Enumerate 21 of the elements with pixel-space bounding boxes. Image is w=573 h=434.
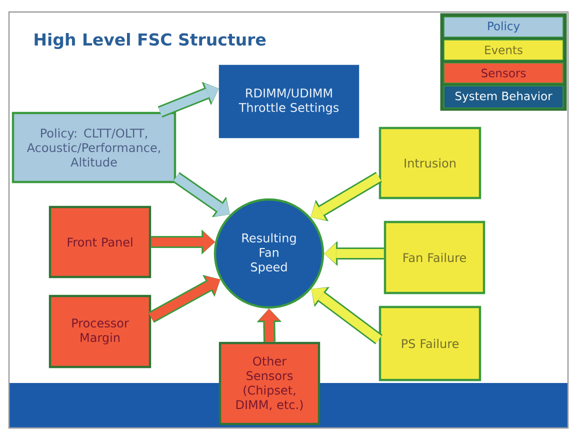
block-arrow — [256, 308, 282, 342]
sensor-box: Other Sensors (Chipset, DIMM, etc.) — [218, 342, 320, 426]
event-box: Intrusion — [378, 126, 482, 200]
sensor-box: Front Panel — [48, 206, 152, 278]
block-arrow — [311, 286, 382, 344]
block-arrow — [310, 172, 382, 222]
block-arrow — [172, 172, 230, 218]
legend-entry: Policy — [444, 16, 564, 38]
legend-entry: Sensors — [444, 62, 564, 84]
legend-entry: System Behavior — [444, 86, 564, 108]
event-box: PS Failure — [378, 306, 482, 382]
block-arrow — [148, 274, 220, 323]
slide-title: High Level FSC Structure — [34, 32, 266, 50]
legend-entry: Events — [444, 40, 564, 60]
settings-box: RDIMM/UDIMM Throttle Settings — [218, 64, 360, 138]
event-box: Fan Failure — [384, 220, 486, 294]
policy-box: Policy: CLTT/OLTT, Acoustic/Performance, Altitude — [12, 112, 176, 184]
block-arrow — [324, 241, 384, 266]
sensor-box: Processor Margin — [48, 294, 152, 368]
block-arrow — [158, 82, 219, 118]
block-arrow — [151, 230, 216, 255]
